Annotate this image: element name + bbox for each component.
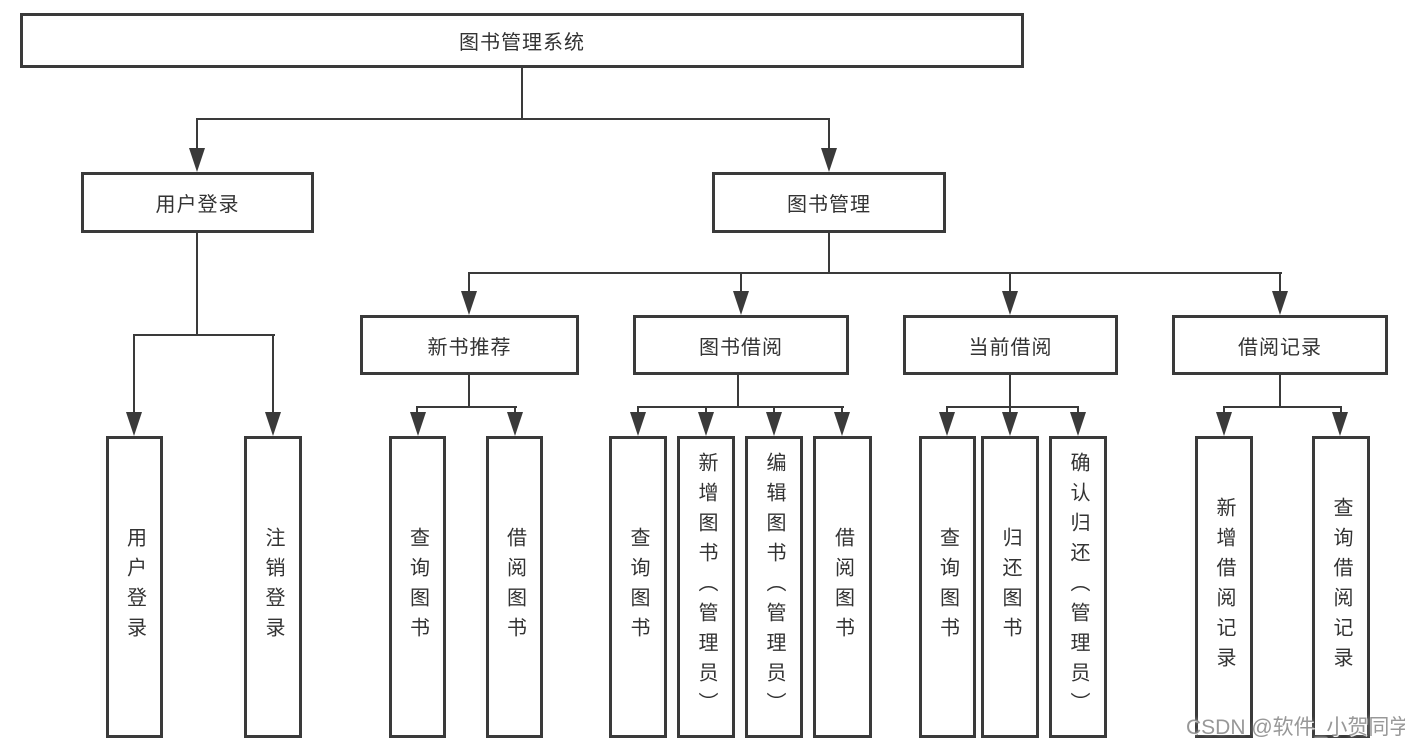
node-root-label: 图书管理系统 [459,32,585,54]
arrow-down-icon [461,291,477,315]
node-user-login-branch: 用户登录 [81,172,314,233]
node-logout-login-label: 注销登录 [262,527,284,647]
connector-line [272,334,274,416]
node-add-borrow-record-label: 新增借阅记录 [1213,497,1235,677]
connector-line [637,406,844,408]
node-query-books-current: 查询图书 [919,436,976,738]
connector-line [196,118,830,120]
connector-line [1279,272,1281,294]
arrow-down-icon [630,412,646,436]
node-book-borrowing-label: 图书借阅 [699,336,783,359]
connector-line [521,68,523,120]
node-borrow-books-recommend-label: 借阅图书 [503,527,526,647]
node-return-books-label: 归还图书 [999,527,1021,647]
node-borrowing-records: 借阅记录 [1172,315,1388,375]
connector-line [196,118,198,154]
connector-line [133,334,275,336]
connector-line [828,233,830,274]
node-add-borrow-record: 新增借阅记录 [1195,436,1253,738]
connector-line [196,233,198,336]
node-book-borrowing: 图书借阅 [633,315,849,375]
node-book-management-label: 图书管理 [787,194,871,216]
connector-line [468,272,1282,274]
arrow-down-icon [834,412,850,436]
node-borrow-books-borrowing: 借阅图书 [813,436,872,738]
arrow-down-icon [939,412,955,436]
node-logout-login: 注销登录 [244,436,302,738]
node-query-books-borrowing-label: 查询图书 [627,527,649,647]
arrow-down-icon [189,148,205,172]
node-current-borrowing-label: 当前借阅 [968,336,1053,359]
node-query-books-current-label: 查询图书 [936,527,959,647]
node-query-books-recommend-label: 查询图书 [406,527,429,647]
arrow-down-icon [1002,412,1018,436]
arrow-down-icon [733,291,749,315]
node-edit-books-admin: 编辑图书（管理员） [745,436,803,738]
connector-line [828,118,830,154]
connector-line [416,406,517,408]
connector-line [740,272,742,294]
node-confirm-return-admin: 确认归还（管理员） [1049,436,1107,738]
node-add-books-admin: 新增图书（管理员） [677,436,735,738]
arrow-down-icon [265,412,281,436]
node-query-books-borrowing: 查询图书 [609,436,667,738]
node-user-login-leaf: 用户登录 [106,436,163,738]
node-query-borrow-record-label: 查询借阅记录 [1330,497,1352,677]
arrow-down-icon [1332,412,1348,436]
connector-line [946,406,1079,408]
arrow-down-icon [410,412,426,436]
node-new-book-recommend: 新书推荐 [360,315,579,375]
node-user-login-leaf-label: 用户登录 [123,527,146,647]
connector-line [1279,375,1281,408]
arrow-down-icon [1272,291,1288,315]
connector-line [468,375,470,408]
node-user-login-branch-label: 用户登录 [155,194,240,216]
arrow-down-icon [766,412,782,436]
node-borrow-books-recommend: 借阅图书 [486,436,543,738]
connector-line [133,334,135,416]
connector-line [468,272,470,294]
connector-line [1223,406,1342,408]
watermark: CSDN @软件_小贺同学 [1186,716,1405,739]
node-new-book-recommend-label: 新书推荐 [427,336,512,359]
connector-line [1009,375,1011,408]
connector-line [1009,272,1011,294]
node-return-books: 归还图书 [981,436,1039,738]
arrow-down-icon [507,412,523,436]
arrow-down-icon [1216,412,1232,436]
arrow-down-icon [821,148,837,172]
node-query-books-recommend: 查询图书 [389,436,446,738]
connector-line [737,375,739,408]
node-borrow-books-borrowing-label: 借阅图书 [831,527,854,647]
node-edit-books-admin-label: 编辑图书（管理员） [763,452,785,722]
arrow-down-icon [698,412,714,436]
node-query-borrow-record: 查询借阅记录 [1312,436,1370,738]
arrow-down-icon [1002,291,1018,315]
node-add-books-admin-label: 新增图书（管理员） [695,452,717,722]
node-borrowing-records-label: 借阅记录 [1238,336,1322,359]
node-confirm-return-admin-label: 确认归还（管理员） [1067,452,1089,722]
node-root: 图书管理系统 [20,13,1024,68]
node-current-borrowing: 当前借阅 [903,315,1118,375]
arrow-down-icon [126,412,142,436]
node-book-management: 图书管理 [712,172,946,233]
arrow-down-icon [1070,412,1086,436]
